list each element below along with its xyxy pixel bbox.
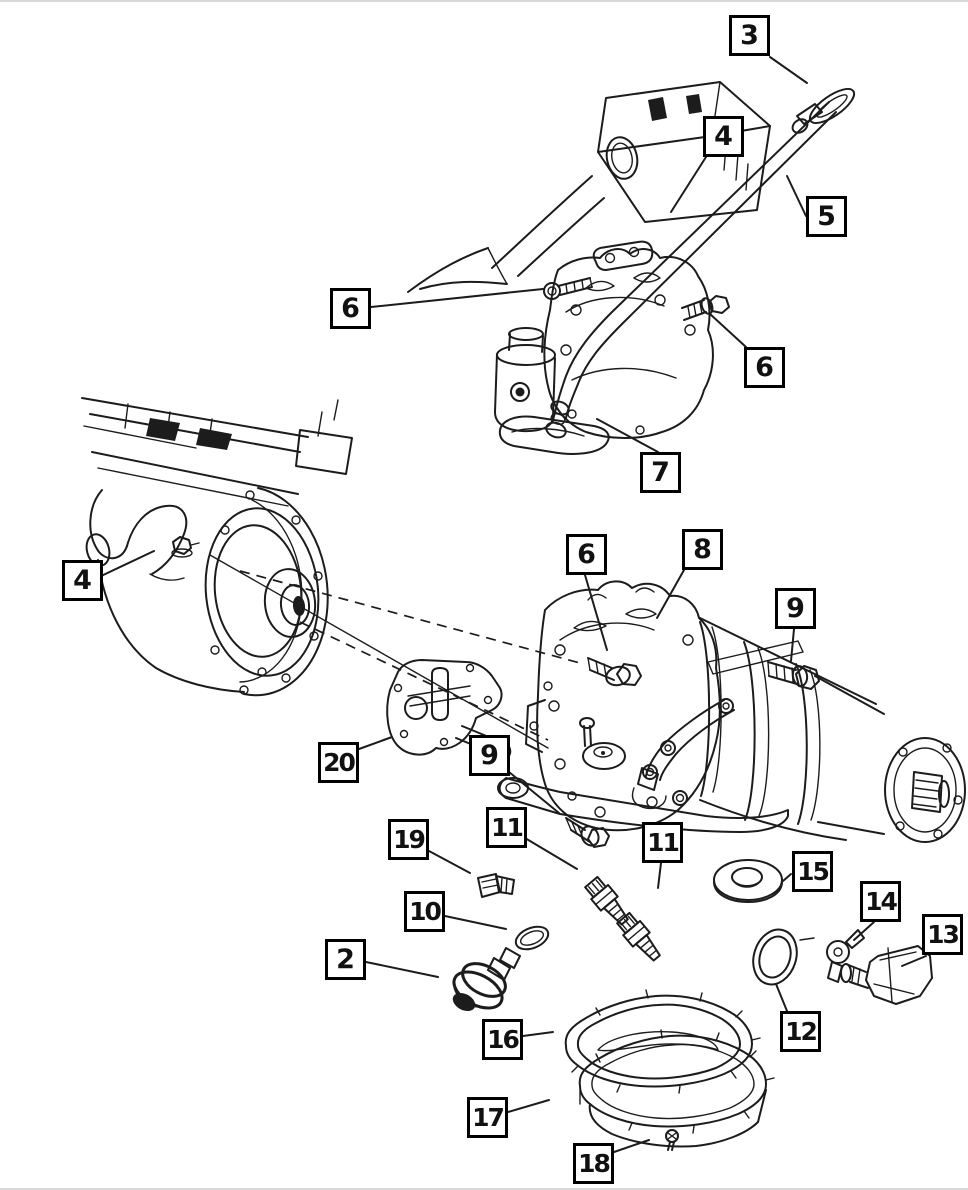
leader-18-23 <box>613 1139 650 1153</box>
callout-13-17: 13 <box>922 914 963 955</box>
leader-7-5 <box>596 418 659 453</box>
transmission <box>386 580 966 848</box>
callout-11-13: 11 <box>486 807 527 848</box>
leader-14-16 <box>853 921 875 941</box>
housing-bolt <box>681 295 730 321</box>
leader-3-0 <box>769 56 808 84</box>
leader-16-21 <box>522 1031 554 1037</box>
callout-9-11: 9 <box>469 735 510 776</box>
callout-11-14: 11 <box>642 822 683 863</box>
leader-12-20 <box>775 983 788 1012</box>
spacer-washer <box>713 859 783 903</box>
callout-6-4: 6 <box>744 347 785 388</box>
flare-fitting-b <box>616 911 661 962</box>
leader-9-8 <box>790 628 795 662</box>
leader-8-7 <box>656 569 685 619</box>
leader-13-17 <box>901 955 927 967</box>
pipe-plug <box>477 873 515 898</box>
pump-canister <box>494 327 610 455</box>
oil-pan <box>578 1029 775 1148</box>
leader-9-11 <box>508 771 560 814</box>
engine-block <box>81 397 353 697</box>
flexplate <box>204 507 320 677</box>
pan-gasket <box>564 989 761 1094</box>
leader-11-14 <box>657 862 662 889</box>
valve-cover <box>491 81 771 277</box>
callout-8-7: 8 <box>682 529 723 570</box>
callout-6-6: 6 <box>566 534 607 575</box>
leader-20-10 <box>358 736 393 750</box>
oval-gasket <box>514 925 550 951</box>
upper-assembly <box>407 81 856 455</box>
leader-lines <box>98 56 927 1153</box>
upper-bellhousing <box>543 248 714 439</box>
pressure-switch <box>452 947 521 1012</box>
alignment-lines <box>209 554 581 749</box>
callout-19-12: 19 <box>388 819 429 860</box>
leader-4-9 <box>98 550 155 578</box>
support-linkage <box>497 698 789 833</box>
leader-5-2 <box>786 175 807 217</box>
callout-9-8: 9 <box>775 588 816 629</box>
mounting-nut <box>171 536 200 558</box>
callout-15-15: 15 <box>792 851 833 892</box>
leader-6-6 <box>584 574 608 651</box>
callout-14-16: 14 <box>860 881 901 922</box>
leader-10-18 <box>444 915 507 930</box>
rear-flange <box>884 737 966 843</box>
callout-6-3: 6 <box>330 288 371 329</box>
bolt-9-right <box>707 640 820 690</box>
bolt-9-mid <box>565 817 610 848</box>
cowl-edge <box>407 247 508 293</box>
callout-4-9: 4 <box>62 560 103 601</box>
o-ring <box>752 928 815 986</box>
leader-11-13 <box>524 837 578 870</box>
leader-2-19 <box>365 961 439 978</box>
leader-17-22 <box>507 1099 550 1113</box>
callout-16-21: 16 <box>482 1019 523 1060</box>
oil-pan-group <box>564 989 775 1148</box>
callout-4-1: 4 <box>703 116 744 157</box>
callout-12-20: 12 <box>780 1011 821 1052</box>
callout-10-18: 10 <box>404 891 445 932</box>
callout-20-10: 20 <box>318 742 359 783</box>
bellhousing <box>525 580 721 832</box>
leader-19-12 <box>428 850 471 874</box>
retainer-clip <box>826 929 865 983</box>
callout-18-23: 18 <box>573 1143 614 1184</box>
flare-fitting-a <box>584 875 629 926</box>
callout-7-5: 7 <box>640 452 681 493</box>
leader-15-15 <box>782 873 792 882</box>
case-bolt <box>587 657 642 687</box>
callout-2-19: 2 <box>325 939 366 980</box>
callout-3-0: 3 <box>729 15 770 56</box>
leader-6-3 <box>370 288 544 308</box>
image-border-bottom <box>0 1188 968 1190</box>
callout-17-22: 17 <box>467 1097 508 1138</box>
leader-4-1 <box>670 156 707 213</box>
leader-6-4 <box>709 313 747 348</box>
callout-5-2: 5 <box>806 196 847 237</box>
governor-housing <box>840 945 933 1005</box>
image-border-top <box>0 0 968 2</box>
